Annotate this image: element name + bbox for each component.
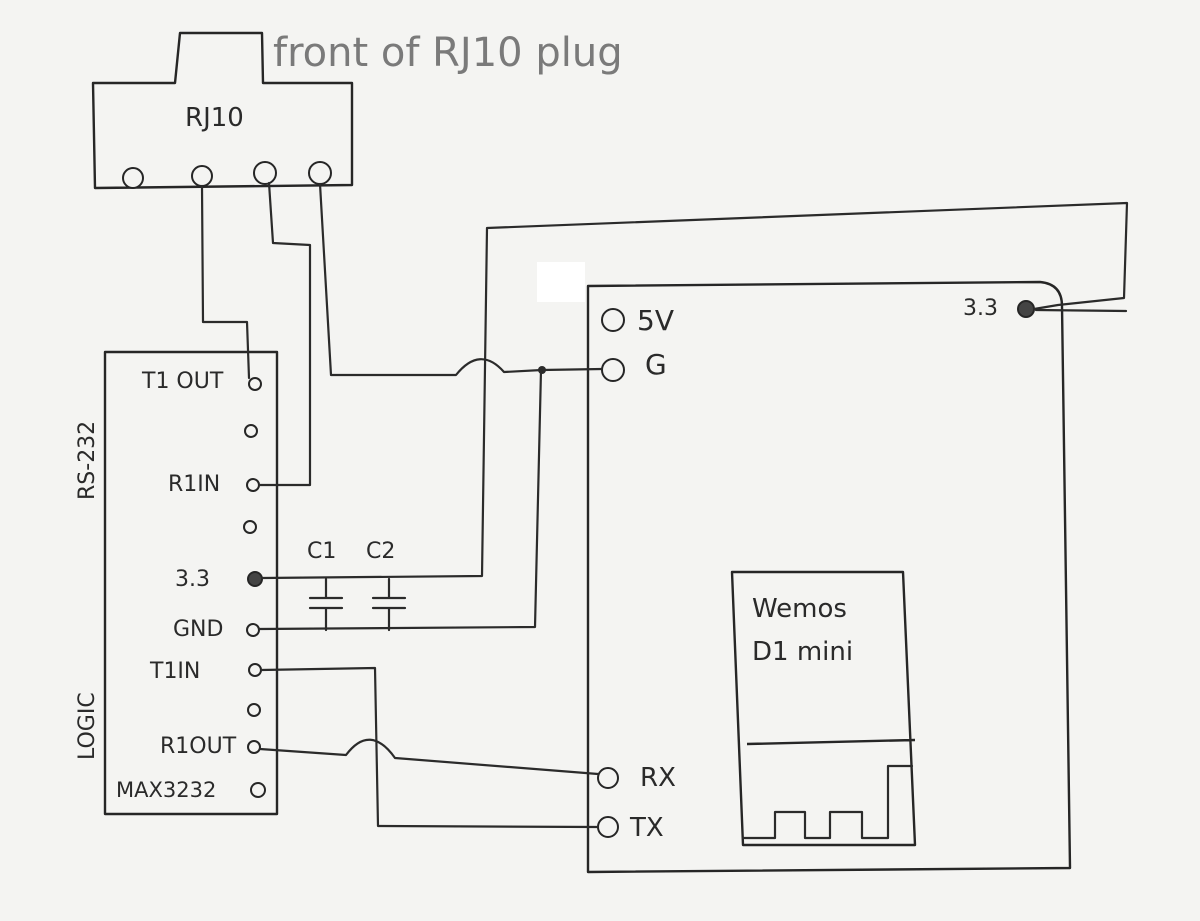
board-tx-pin	[597, 816, 619, 838]
board-5v-label: 5V	[637, 304, 674, 337]
gnd-pin-label: GND	[173, 617, 223, 642]
diagram-title: front of RJ10 plug	[273, 30, 623, 76]
max-3v3-pin-label: 3.3	[175, 567, 210, 592]
capacitor-c1	[308, 577, 344, 632]
logic-side-label: LOGIC	[75, 692, 100, 760]
rs232-side-label: RS-232	[75, 421, 100, 500]
rj10-pin-1	[122, 167, 144, 189]
t1out-pin	[248, 377, 262, 391]
capacitor-c2	[371, 577, 407, 632]
unused-pin-2	[243, 520, 257, 534]
board-rx-label: RX	[640, 763, 676, 793]
c1-label: C1	[307, 539, 336, 564]
antenna-trace	[741, 764, 914, 840]
wire-rj10-pin4-to-board-g	[318, 182, 604, 377]
wire-gnd-to-ground-node	[257, 368, 543, 631]
wire-rj10-pin3-to-r1in	[257, 181, 312, 487]
r1out-pin	[247, 740, 261, 754]
max3232-module-outline	[103, 350, 279, 816]
board-g-pin	[601, 358, 625, 382]
unused-pin-3	[247, 703, 261, 717]
wire-r1out-to-rx	[258, 738, 600, 776]
rj10-pin-4	[308, 161, 332, 185]
board-g-label: G	[645, 348, 667, 381]
board-5v-pin	[601, 308, 625, 332]
wire-3v3-to-board-3v3	[260, 201, 1129, 580]
gnd-pin	[246, 623, 260, 637]
board-3v3-label: 3.3	[963, 296, 998, 321]
wemos-d1-mini-outline	[730, 570, 917, 847]
r1in-pin-label: R1IN	[168, 472, 220, 497]
t1out-pin-label: T1 OUT	[141, 369, 224, 394]
rj10-pin-2	[191, 165, 213, 187]
rj10-label: RJ10	[185, 103, 244, 133]
max-3v3-pin	[247, 571, 263, 587]
t1in-pin-label: T1IN	[149, 659, 200, 684]
rj10-pin-3	[253, 161, 277, 185]
max3232-chip-label: MAX3232	[116, 778, 216, 802]
module-line-2: D1 mini	[752, 637, 853, 667]
c2-label: C2	[366, 539, 395, 564]
unused-pin-4	[250, 782, 266, 798]
unused-pin-1	[244, 424, 258, 438]
r1out-pin-label: R1OUT	[160, 734, 237, 759]
t1in-pin	[248, 663, 262, 677]
paper-patch	[537, 262, 585, 302]
wire-rj10-pin2-to-t1out	[200, 184, 251, 380]
wire-board-3v3-stub	[1034, 308, 1128, 313]
wemos-board-outline	[586, 280, 1072, 874]
rj10-plug-outline	[91, 31, 354, 190]
module-line-1: Wemos	[752, 594, 847, 624]
wire-t1in-to-tx	[259, 666, 600, 829]
board-rx-pin	[597, 767, 619, 789]
board-3v3-pin	[1017, 300, 1035, 318]
r1in-pin	[246, 478, 260, 492]
board-tx-label: TX	[629, 813, 664, 843]
